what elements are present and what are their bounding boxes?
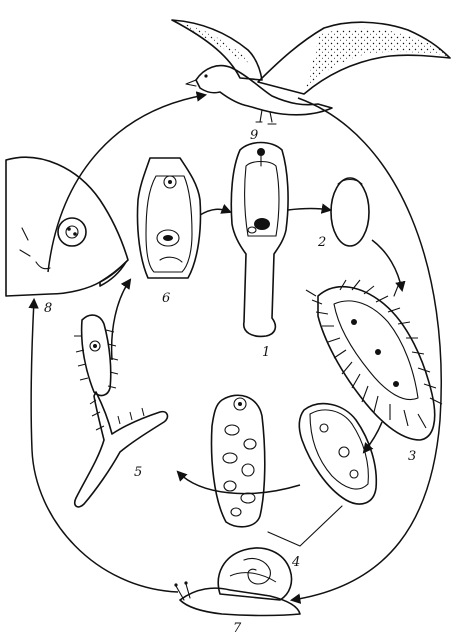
stage-label-4: 4 [291, 555, 300, 570]
forked-tail-cercaria-icon [74, 315, 167, 507]
stage-label-1: 1 [262, 345, 270, 360]
host-label-snail: 7 [233, 621, 242, 636]
arrow-bird-to-snail [292, 98, 441, 600]
stage-label-2: 2 [317, 235, 326, 250]
arrow-1-to-2 [288, 209, 330, 211]
adult-fluke-icon [231, 143, 288, 337]
gull-icon [172, 20, 450, 124]
arrow-6-to-1 [200, 209, 230, 215]
arrow-snail-to-fish [31, 300, 178, 592]
stage-label-6: 6 [162, 291, 170, 306]
host-label-bird: 9 [250, 128, 258, 143]
egg-icon [331, 178, 369, 246]
host-label-fish: 8 [44, 301, 52, 316]
arrow-4-to-5 [178, 472, 300, 494]
fish-head-icon [6, 157, 128, 296]
arrow-5-to-6 [112, 280, 130, 360]
label-4-pointer [268, 506, 342, 546]
metacercaria-icon [137, 158, 200, 278]
ciliated-larva-icon [306, 280, 442, 440]
snail-icon [174, 548, 300, 615]
redia-icon [212, 395, 265, 527]
cycle-arrows [31, 95, 441, 600]
stage-label-5: 5 [134, 465, 142, 480]
sporocyst-icon [299, 404, 376, 504]
stage-label-3: 3 [408, 449, 416, 464]
arrow-2-to-3 [372, 240, 402, 290]
